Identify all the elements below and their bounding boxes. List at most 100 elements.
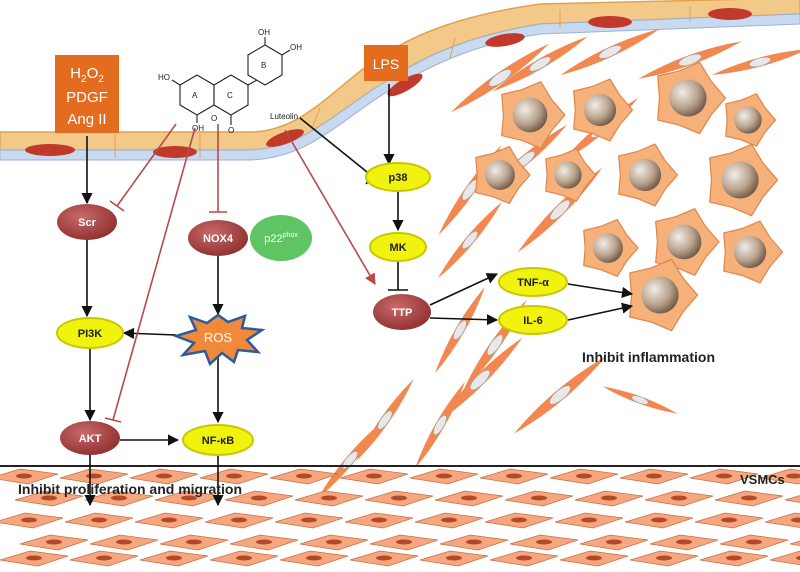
spindle-cell <box>517 167 603 253</box>
vsmc-cell <box>689 468 759 485</box>
vsmc-cell <box>0 512 64 529</box>
stimuli-box: H2O2 PDGF Ang II <box>55 55 119 133</box>
vsmc-cell <box>624 512 694 529</box>
node-akt: AKT <box>60 421 120 455</box>
vsmc-cell <box>139 550 209 567</box>
vsmc-cell <box>204 512 274 529</box>
atom-o-ring: O <box>211 114 217 123</box>
pi3k-label: PI3K <box>78 328 103 340</box>
vsmc-cell <box>619 468 689 485</box>
vsmc-cell <box>279 550 349 567</box>
vsmc-cell <box>0 468 59 485</box>
spindle-cell <box>435 286 485 374</box>
macrophage-cell <box>573 78 634 142</box>
lps-box: LPS <box>364 45 408 81</box>
atom-oh-2: OH <box>258 28 270 37</box>
ttp-label: TTP <box>392 307 413 319</box>
node-pi3k: PI3K <box>56 317 124 349</box>
macrophage-cell <box>629 258 699 332</box>
vsmc-cell <box>339 468 409 485</box>
node-nfkb: NF-κB <box>182 424 254 456</box>
ring-label-c: C <box>227 91 233 100</box>
vsmc-cell <box>369 534 439 551</box>
vsmc-cell <box>439 534 509 551</box>
vsmc-cell <box>419 550 489 567</box>
vsmc-cell <box>644 490 714 507</box>
stimulus-h2o2: H2O2 <box>70 65 104 85</box>
vsmc-cell <box>69 550 139 567</box>
macrophage-cell <box>657 61 727 135</box>
activation-arrows <box>81 84 634 507</box>
vsmc-cell <box>19 534 89 551</box>
macrophage-cell <box>655 208 720 276</box>
endothelium-layer <box>0 0 800 161</box>
vsmc-cell <box>714 490 784 507</box>
vsmc-layer <box>0 468 800 567</box>
macrophage-cell <box>545 148 597 202</box>
macrophage-cell <box>709 143 779 217</box>
macrophage-cell <box>618 143 679 207</box>
vsmc-cell <box>269 468 339 485</box>
vsmc-cell <box>559 550 629 567</box>
vsmc-cell <box>699 550 769 567</box>
luteolin-inhibition-lines <box>104 123 376 423</box>
vsmc-cell <box>759 468 800 485</box>
luteolin-label: Luteolin <box>270 112 298 121</box>
node-scr: Scr <box>57 204 117 240</box>
spindle-cell <box>437 201 503 279</box>
vsmc-cell <box>414 512 484 529</box>
node-il6: IL-6 <box>498 305 568 335</box>
vsmc-cell <box>224 490 294 507</box>
akt-label: AKT <box>79 433 102 445</box>
vsmc-cell <box>719 534 789 551</box>
vsmc-cell <box>349 550 419 567</box>
ring-label-b: B <box>261 61 266 70</box>
spindle-cell <box>437 337 523 423</box>
ring-label-a: A <box>192 91 198 100</box>
vsmc-cell <box>159 534 229 551</box>
tnfa-label: TNF-α <box>517 277 549 289</box>
macrophage-cell <box>723 220 784 284</box>
macrophage-cell <box>725 93 777 147</box>
vsmc-cell <box>274 512 344 529</box>
lps-label: LPS <box>373 56 399 72</box>
ros-label: ROS <box>204 330 233 345</box>
vsmc-cell <box>579 534 649 551</box>
vsmc-cell <box>479 468 549 485</box>
vsmc-cell <box>784 495 800 503</box>
spindle-cell <box>356 379 414 461</box>
vsmc-cell <box>199 468 269 485</box>
node-tnfa: TNF-α <box>498 267 568 297</box>
node-mk: MK <box>369 232 427 262</box>
spindle-cell <box>602 386 678 414</box>
vsmc-cell <box>364 490 434 507</box>
vsmc-cell <box>229 534 299 551</box>
spindle-cell <box>492 36 588 92</box>
vsmc-cell <box>789 540 800 546</box>
vsmc-cell <box>294 490 364 507</box>
macrophage-cell <box>475 145 531 205</box>
vsmc-cell <box>409 468 479 485</box>
atom-oh-3: OH <box>290 43 302 52</box>
luteolin-labels: A C B HO OH OH OH O O Luteolin <box>158 28 302 135</box>
vsmc-cell <box>344 512 414 529</box>
vsmc-cell <box>769 550 800 566</box>
nox4-label: NOX4 <box>203 233 234 245</box>
il6-label: IL-6 <box>523 315 543 327</box>
inhibit-bars-black <box>299 117 408 291</box>
p22phox-label: p22phox <box>264 232 298 245</box>
vsmc-cell <box>554 512 624 529</box>
p38-label: p38 <box>389 172 408 184</box>
atom-oh-1: OH <box>192 124 204 133</box>
vsmc-cell <box>14 490 84 507</box>
scr-label: Scr <box>78 217 96 229</box>
vsmc-cell <box>299 534 369 551</box>
vsmc-cell <box>89 534 159 551</box>
node-ros: ROS <box>172 313 266 367</box>
node-ttp: TTP <box>373 294 431 330</box>
spindle-cell <box>514 356 606 434</box>
spindle-cell <box>450 43 550 113</box>
vsmc-cell <box>0 550 69 567</box>
vsmc-cell <box>649 534 719 551</box>
